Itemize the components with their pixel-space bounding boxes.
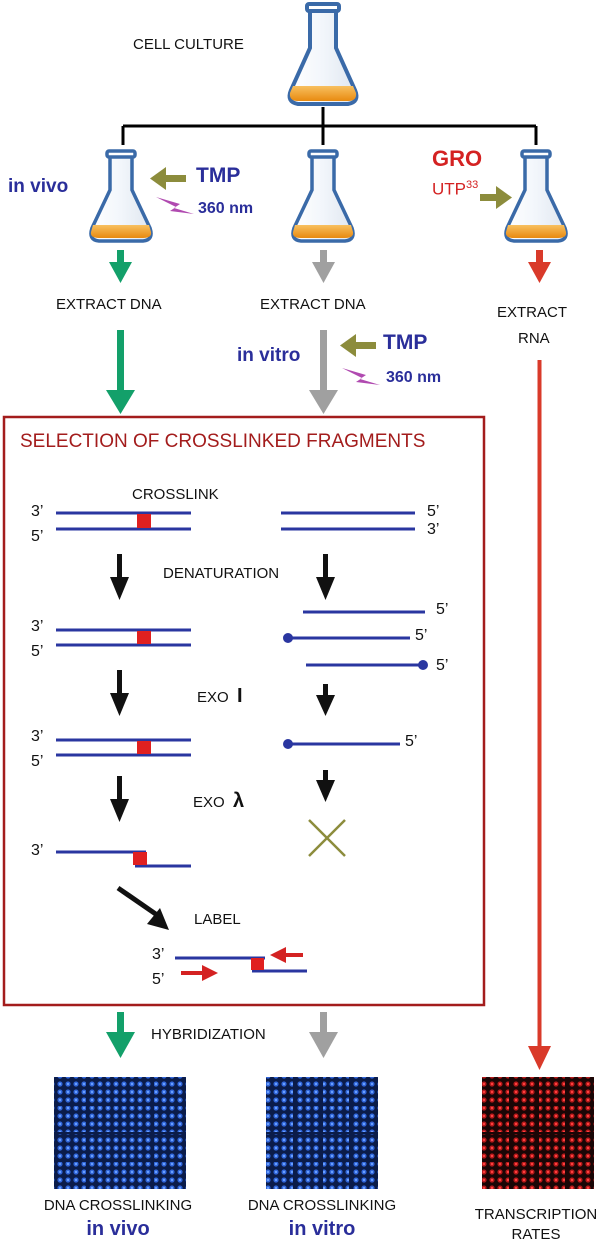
utp-arrow-icon <box>480 186 512 209</box>
result-label-in-vitro: DNA CROSSLINKING <box>247 1197 397 1214</box>
five-prime-label: 5’ <box>436 657 449 674</box>
tmp-arrow-icon <box>150 167 186 190</box>
three-prime-label: 3’ <box>31 842 44 859</box>
dna-duplex-crosslinked <box>56 511 191 531</box>
microarray-grid <box>266 1077 378 1189</box>
five-prime-label: 5’ <box>152 971 165 988</box>
tmp-label: TMP <box>383 331 428 354</box>
dna-duplex-free <box>281 511 415 531</box>
in-vitro-label: in vitro <box>237 345 301 366</box>
selection-title: SELECTION OF CROSSLINKED FRAGMENTS <box>20 431 426 452</box>
dna-duplex-crosslinked <box>56 738 191 757</box>
three-prime-label: 3’ <box>31 503 44 520</box>
denaturation-label: DENATURATION <box>163 565 280 582</box>
gro-label: GRO <box>432 146 483 171</box>
black-arrow-icon <box>110 554 335 822</box>
flask-icon <box>89 149 153 243</box>
flask-icon <box>504 149 568 243</box>
black-arrow-icon <box>116 885 169 930</box>
exo-lambda-label: EXO λ <box>193 790 245 812</box>
result-label-in-vitro-sub: in vitro <box>288 1218 356 1240</box>
five-prime-label: 5’ <box>31 753 44 770</box>
single-strand <box>283 739 400 749</box>
uv-bolt-icon <box>156 197 194 214</box>
flask-icon <box>287 2 359 106</box>
tmp-arrow-icon <box>340 334 376 357</box>
flask-icon <box>291 149 355 243</box>
crosslink-label: CROSSLINK <box>132 486 219 503</box>
exo-i-label: EXO I <box>197 685 243 707</box>
five-prime-label: 5’ <box>436 601 449 618</box>
dna-crosslinked-remnant <box>56 850 191 868</box>
uv-bolt-icon <box>342 368 380 385</box>
five-prime-label: 5’ <box>405 733 418 750</box>
microarray-grid <box>54 1077 186 1189</box>
labeled-fragment <box>175 947 307 981</box>
selection-box <box>2 415 486 1007</box>
hybridization-label: HYBRIDIZATION <box>151 1026 266 1043</box>
result-label-rates: RATES <box>511 1226 561 1243</box>
degraded-cross-icon <box>308 819 346 857</box>
three-prime-label: 3’ <box>427 521 440 538</box>
gray-arrow-icon <box>309 250 338 1058</box>
three-prime-label: 3’ <box>31 618 44 635</box>
result-label-in-vivo-sub: in vivo <box>86 1218 150 1240</box>
extract-dna-label: EXTRACT DNA <box>260 296 366 313</box>
green-arrow-icon <box>106 250 135 1058</box>
three-prime-label: 3’ <box>31 728 44 745</box>
red-arrow-icon <box>528 250 551 1070</box>
result-label-transcription: TRANSCRIPTION <box>474 1206 598 1223</box>
single-strands <box>283 610 428 670</box>
five-prime-label: 5’ <box>31 643 44 660</box>
extract-rna-label: EXTRACT <box>497 304 568 321</box>
extract-dna-label: EXTRACT DNA <box>56 296 162 313</box>
cell-culture-label: CELL CULTURE <box>133 36 244 53</box>
five-prime-label: 5’ <box>415 627 428 644</box>
extract-rna-label: RNA <box>518 330 550 347</box>
in-vivo-label: in vivo <box>8 176 69 197</box>
label-step-label: LABEL <box>194 911 241 928</box>
five-prime-label: 5’ <box>427 503 440 520</box>
branch-connector <box>121 107 538 145</box>
uv-wavelength-label: 360 nm <box>198 200 254 217</box>
five-prime-label: 5’ <box>31 528 44 545</box>
microarray-grid <box>482 1077 594 1189</box>
utp-label: UTP33 <box>432 179 479 199</box>
tmp-label: TMP <box>196 164 241 187</box>
three-prime-label: 3’ <box>152 946 165 963</box>
dna-duplex-crosslinked <box>56 628 191 647</box>
result-label-in-vivo: DNA CROSSLINKING <box>43 1197 193 1214</box>
uv-wavelength-label: 360 nm <box>386 369 442 386</box>
